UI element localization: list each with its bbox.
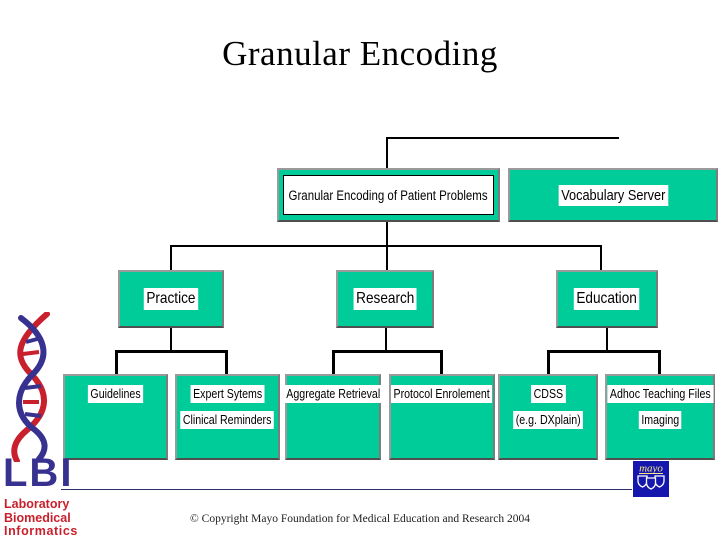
connector-drop-cdss (547, 350, 550, 374)
lbi-word-biomedical: Biomedical (4, 510, 71, 525)
cdss-label-line1: CDSS (530, 385, 566, 403)
connector-research-stub (385, 328, 387, 351)
box-research: Research (336, 270, 434, 328)
expert-systems-label-line2: Clinical Reminders (180, 411, 275, 429)
lbi-logo-acronym: LBI (3, 451, 74, 495)
connector-root-top-stub (386, 137, 388, 168)
connector-drop-expert-systems (225, 350, 228, 374)
root-box-label: Granular Encoding of Patient Problems (288, 187, 489, 203)
connector-education-stub (606, 328, 608, 351)
connector-practice-bar (115, 350, 228, 353)
vocabulary-server-label: Vocabulary Server (558, 184, 668, 206)
footer-rule (61, 489, 632, 490)
box-granular-encoding-root: Granular Encoding of Patient Problems (277, 168, 500, 222)
box-expert-systems: Expert Sytems Clinical Reminders (175, 374, 280, 460)
box-cdss: CDSS (e.g. DXplain) (498, 374, 598, 460)
education-label: Education (574, 288, 640, 310)
protocol-enrolement-label: Protocol Enrolement (391, 385, 493, 403)
connector-practice-stub (170, 328, 172, 351)
connector-drop-research (386, 245, 388, 271)
connector-drop-protocol (440, 350, 443, 374)
box-adhoc-teaching-files: Adhoc Teaching Files Imaging (605, 374, 715, 460)
box-vocabulary-server: Vocabulary Server (508, 168, 718, 222)
cdss-label-line2: (e.g. DXplain) (512, 411, 584, 429)
practice-label: Practice (143, 288, 199, 310)
connector-education-bar (547, 350, 661, 353)
adhoc-teaching-files-label-line1: Adhoc Teaching Files (607, 385, 713, 403)
box-practice: Practice (118, 270, 224, 328)
expert-systems-label-line1: Expert Sytems (190, 385, 265, 403)
copyright-text: © Copyright Mayo Foundation for Medical … (190, 513, 530, 525)
mayo-logo-text: mayo (639, 463, 663, 475)
box-guidelines: Guidelines (63, 374, 168, 460)
box-aggregate-retrieval: Aggregate Retrieval (283, 374, 383, 460)
research-label: Research (353, 288, 417, 310)
box-education: Education (556, 270, 658, 328)
connector-drop-adhoc (658, 350, 661, 374)
dna-helix-icon (11, 312, 50, 462)
lbi-word-informatics: Informatics (4, 524, 78, 538)
connector-drop-guidelines (115, 350, 118, 374)
aggregate-retrieval-label: Aggregate Retrieval (283, 385, 383, 403)
box-protocol-enrolement: Protocol Enrolement (389, 374, 495, 460)
root-box-label-panel: Granular Encoding of Patient Problems (283, 175, 494, 215)
connector-root-bottom-stub (386, 222, 388, 247)
connector-drop-aggregate (332, 350, 335, 374)
adhoc-teaching-files-label-line2: Imaging (638, 411, 682, 429)
guidelines-label: Guidelines (87, 385, 144, 403)
mayo-logo-icon: mayo (633, 461, 669, 497)
connector-drop-practice (170, 245, 172, 271)
connector-research-bar (332, 350, 443, 353)
lbi-word-laboratory: Laboratory (4, 497, 70, 511)
connector-drop-education (600, 245, 602, 271)
connector-root-to-vocab (386, 137, 619, 139)
slide-title: Granular Encoding (222, 34, 498, 73)
lbi-logo-words: Laboratory Biomedical Informatics (4, 497, 78, 539)
